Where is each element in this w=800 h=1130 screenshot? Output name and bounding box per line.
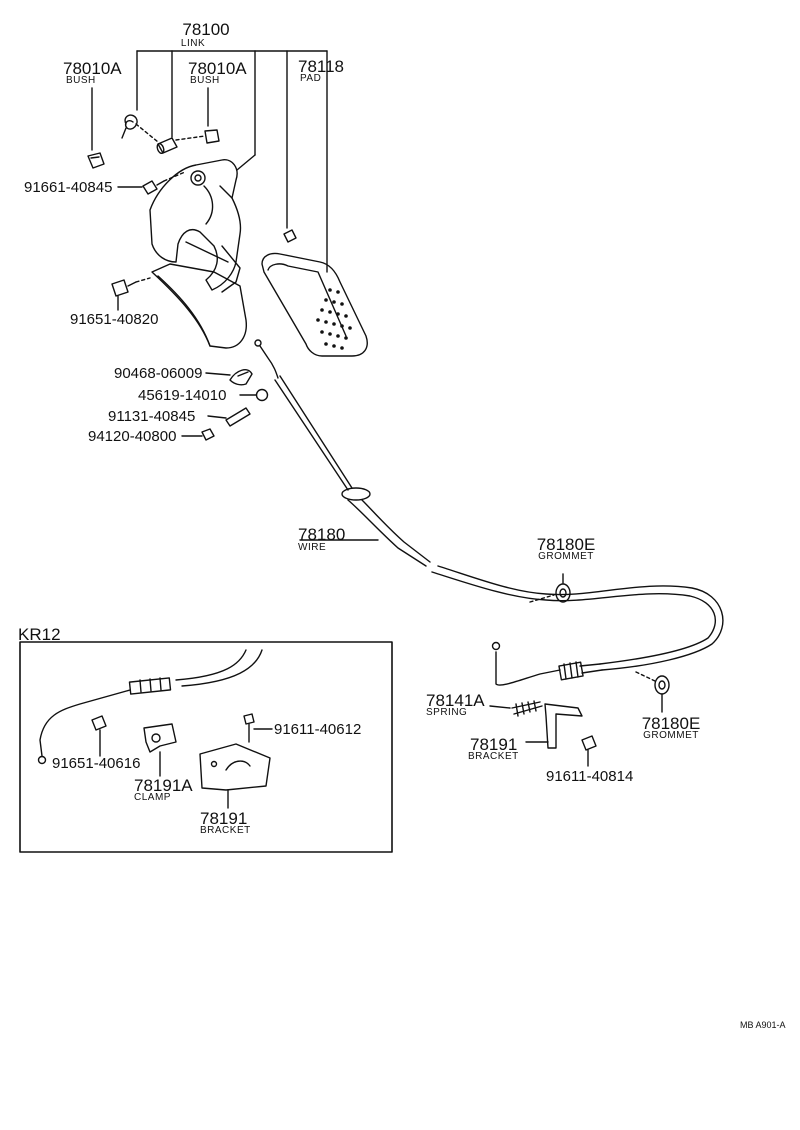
bush-left-part — [88, 153, 104, 168]
clip-part-number: 90468-06009 — [114, 365, 203, 382]
grommet-lower-part-number: 78180E — [641, 714, 701, 733]
grommet-upper-part-number: 78180E — [536, 535, 596, 554]
pad-part-number: 78118 — [298, 57, 345, 76]
throttle-wire-cable — [255, 340, 723, 685]
nut-part-number: 94120-40800 — [88, 428, 177, 445]
bracket-right-part-name: BRACKET — [468, 751, 519, 762]
grommet-upper-part-name: GROMMET — [538, 551, 594, 562]
inset-clamp-part-number: 78191A — [134, 776, 193, 795]
wire-part-name: WIRE — [298, 542, 327, 553]
pad-screw-part — [284, 230, 296, 242]
bolt-lower-part — [112, 278, 150, 296]
bush-mid-part-number: 78010A — [188, 59, 247, 78]
bush-left-part-number: 78010A — [63, 59, 122, 78]
inset-bolt-a-part — [92, 716, 106, 756]
bush-mid-part-name: BUSH — [190, 75, 220, 86]
inset-cable — [39, 650, 263, 764]
inset-bolt-a-part-number: 91651-40616 — [52, 755, 141, 772]
link-leader — [137, 51, 327, 272]
accelerator-pedal-pad — [262, 253, 367, 356]
bush-mid-part — [205, 130, 219, 143]
bush-left-part-name: BUSH — [66, 75, 96, 86]
pad-part-name: PAD — [300, 73, 322, 84]
pin-part — [156, 138, 177, 154]
spring-clip-part — [122, 115, 137, 138]
nut-part — [182, 429, 214, 440]
diagram-code: MB A901-A — [740, 1020, 786, 1030]
inset-clamp-part — [144, 724, 176, 776]
plug-part-number: 45619-14010 — [138, 387, 227, 404]
bolt-right-part — [582, 736, 596, 766]
inset-bolt-b-part — [244, 714, 272, 742]
grommet-lower-part — [636, 672, 669, 712]
bracket-right-part-number: 78191 — [470, 735, 518, 754]
inset-bracket-part-name: BRACKET — [200, 825, 251, 836]
accelerator-pedal-lever — [150, 160, 246, 348]
inset-bolt-b-part-number: 91611-40612 — [274, 721, 362, 738]
spring-part-number: 78141A — [426, 691, 485, 710]
inset-bracket-part-number: 78191 — [200, 809, 248, 828]
inset-frame — [20, 642, 392, 852]
plug-part — [240, 390, 268, 401]
spring-part-name: SPRING — [426, 707, 468, 718]
inset-title: KR12 — [18, 625, 61, 644]
bracket-right-part — [526, 704, 582, 748]
bolt-upper-part — [143, 172, 185, 194]
link-part-name: LINK — [180, 38, 206, 49]
clip-part — [206, 370, 252, 385]
link-part-number: 78100 — [182, 20, 230, 39]
bolt-lower-part-number: 91651-40820 — [70, 311, 159, 328]
bolt-mid-part — [208, 408, 250, 426]
inset-clamp-part-name: CLAMP — [134, 792, 171, 803]
bolt-right-part-number: 91611-40814 — [546, 768, 634, 785]
bolt-mid-part-number: 91131-40845 — [108, 408, 196, 425]
spring-part — [490, 701, 542, 716]
grommet-upper-part — [530, 574, 570, 602]
bolt-upper-part-number: 91661-40845 — [24, 179, 113, 196]
inset-bracket-part — [200, 744, 270, 808]
wire-part-number: 78180 — [298, 525, 346, 544]
grommet-lower-part-name: GROMMET — [643, 730, 699, 741]
